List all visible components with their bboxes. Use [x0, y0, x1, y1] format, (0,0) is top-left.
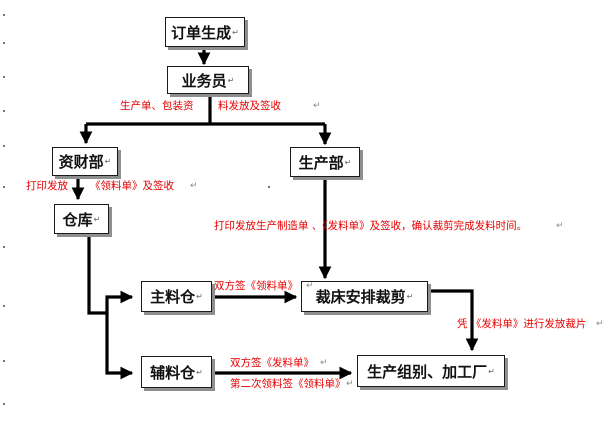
return-mark: ↵	[556, 221, 564, 231]
node-assembly: 生产组别、加工厂↵	[357, 355, 505, 387]
node-cutting: 裁床安排裁剪↵	[301, 281, 428, 312]
line-warehouse-to-branch	[87, 234, 107, 315]
return-mark: ↵	[596, 319, 604, 329]
node-warehouse-label: 仓库	[62, 210, 93, 229]
return-mark: ↵	[346, 379, 354, 389]
node-warehouse: 仓库↵	[54, 204, 109, 234]
node-cutting-label: 裁床安排裁剪	[315, 288, 406, 306]
note-cutting: 凭 《发料单》进行发放裁片	[457, 318, 587, 330]
node-production-label: 生产部	[298, 153, 344, 172]
return-mark: ↵	[196, 367, 203, 377]
return-mark: ↵	[488, 366, 495, 376]
margin-mark	[3, 145, 5, 147]
note-aux-material-a: 双方签《发料单》	[230, 357, 314, 369]
margin-mark	[3, 246, 5, 248]
node-aux-material: 辅料仓↵	[141, 356, 212, 388]
stray-mark	[268, 186, 270, 188]
node-finance: 资财部↵	[52, 147, 118, 176]
margin-mark	[3, 76, 5, 78]
return-mark: ↵	[93, 214, 101, 224]
arrow-branch-to-aux	[105, 313, 134, 380]
return-mark: ↵	[344, 157, 352, 167]
margin-mark	[3, 186, 5, 188]
return-mark: ↵	[104, 157, 112, 166]
note-finance-b: 《领料单》及签收	[90, 180, 174, 192]
node-aux-material-label: 辅料仓	[150, 363, 196, 382]
return-mark: ↵	[232, 27, 239, 37]
margin-mark	[3, 42, 5, 44]
note-aux-material-b: 第二次领料签《领料单》	[230, 378, 346, 390]
node-finance-label: 资财部	[58, 153, 104, 171]
arrow-branch-to-main	[105, 290, 134, 313]
node-main-material: 主料仓↵	[141, 281, 212, 312]
margin-mark	[3, 403, 5, 405]
node-assembly-label: 生产组别、加工厂	[367, 362, 488, 381]
node-sales-label: 业务员	[181, 71, 227, 90]
note-sales-b: 料发放及签收	[218, 100, 281, 112]
node-production: 生产部↵	[290, 147, 360, 177]
arrow-cutting-to-assembly	[428, 289, 479, 352]
node-main-material-label: 主料仓	[150, 288, 196, 306]
return-mark: ↵	[320, 358, 328, 368]
margin-mark	[3, 305, 5, 307]
margin-mark	[3, 110, 5, 112]
margin-mark	[3, 360, 5, 362]
note-sales-a: 生产单、包装资	[120, 100, 194, 112]
node-order: 订单生成↵	[165, 17, 245, 47]
return-mark: ↵	[190, 181, 198, 191]
return-mark: ↵	[196, 292, 203, 301]
node-sales: 业务员↵	[167, 66, 249, 94]
note-main-material: 双方签《领料单》	[214, 280, 298, 292]
node-order-label: 订单生成	[171, 23, 232, 42]
note-production: 打印发放生产制造单 、《发料单》及签收，确认裁剪完成发料时间。	[214, 220, 528, 232]
return-mark: ↵	[227, 75, 235, 85]
return-mark: ↵	[306, 281, 314, 291]
margin-mark	[3, 14, 5, 16]
return-mark: ↵	[313, 101, 321, 111]
note-finance-a: 打印发放	[26, 180, 68, 192]
return-mark: ↵	[406, 292, 414, 301]
